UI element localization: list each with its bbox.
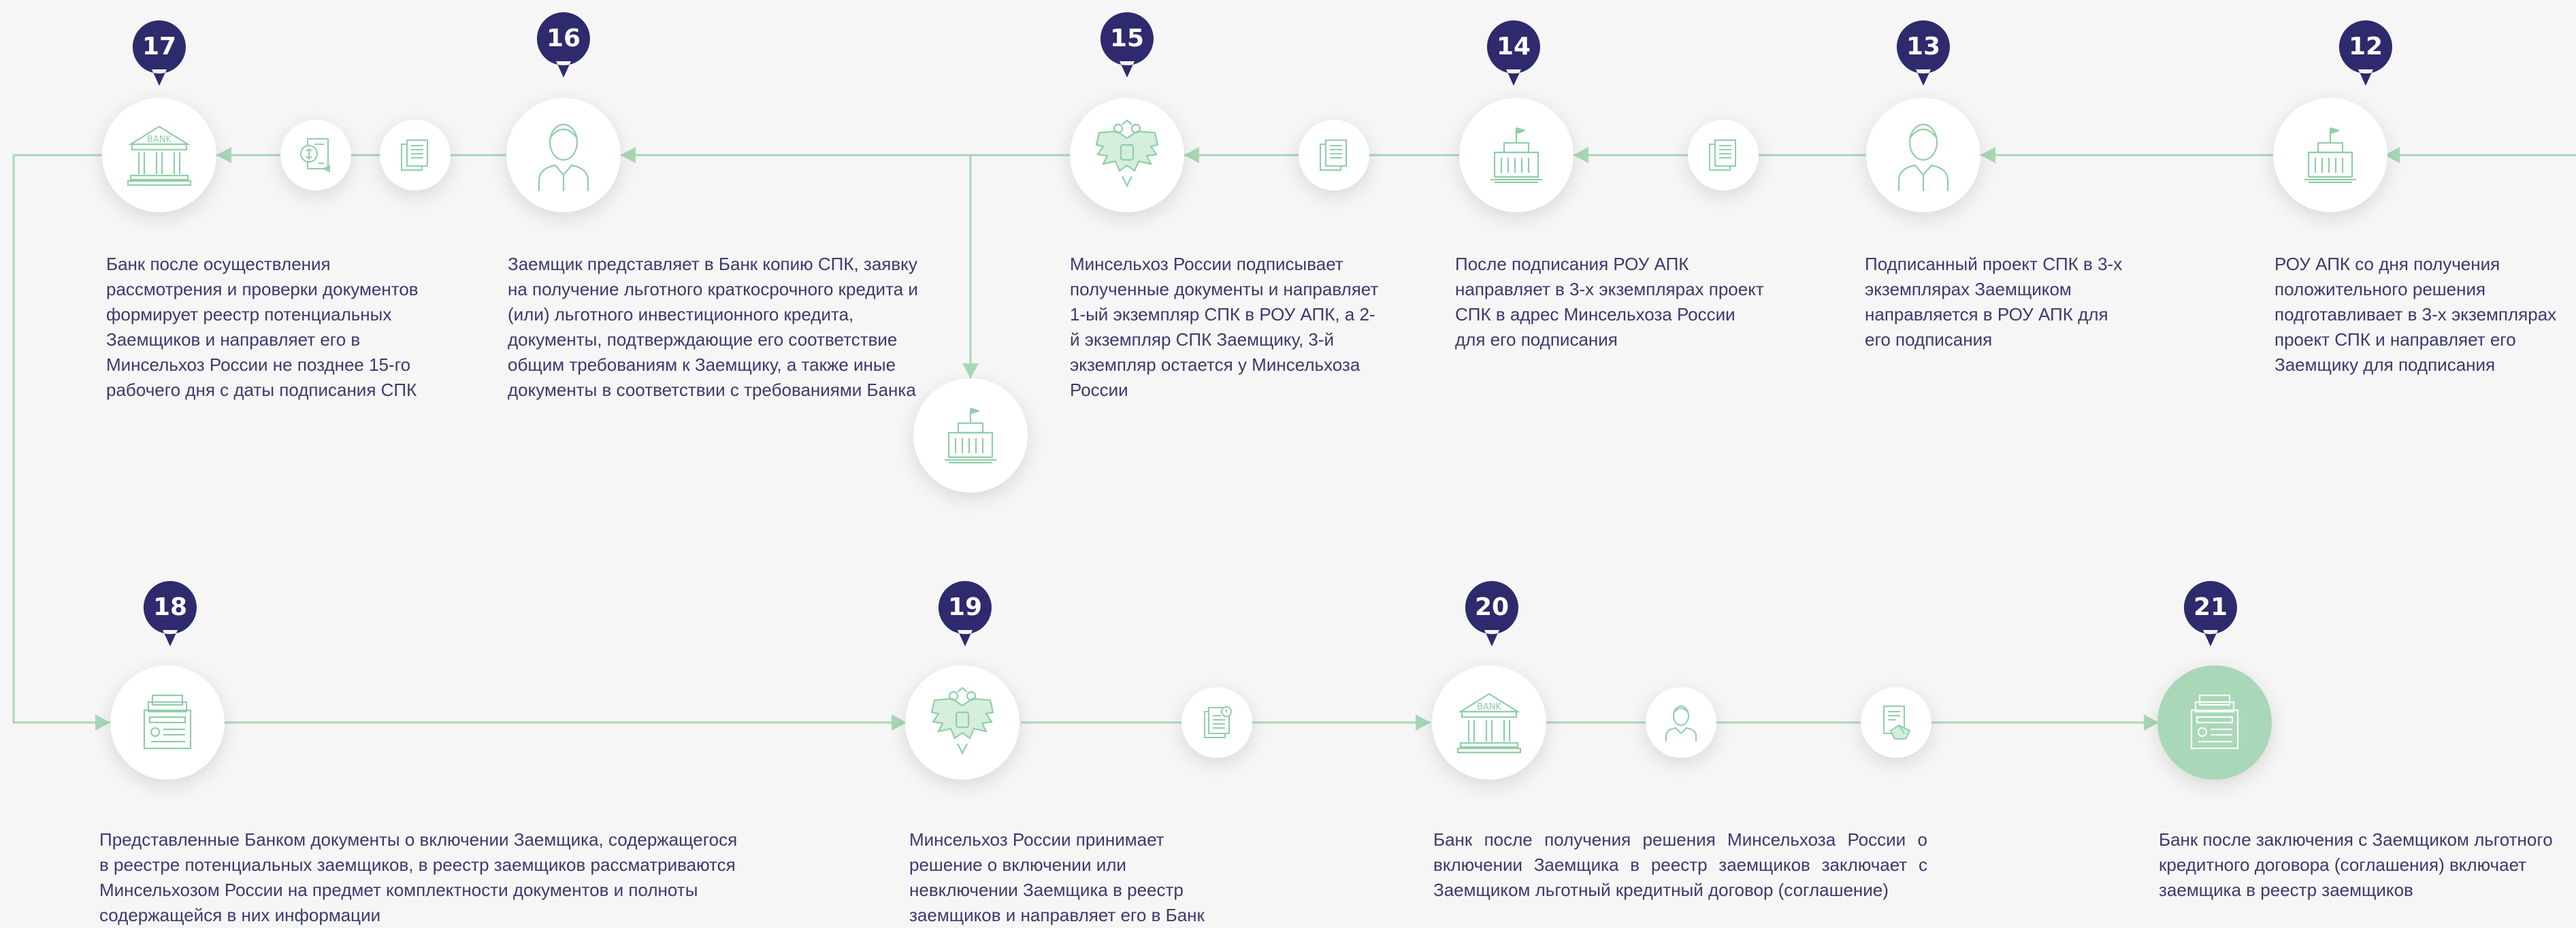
step-20-marker: 20	[1464, 580, 1520, 648]
step-19-number: 19	[947, 593, 983, 621]
step-13-person-icon	[1866, 98, 1980, 212]
step-19-marker: 19	[937, 580, 993, 648]
step-18-registry-icon	[110, 665, 225, 780]
step-12-description: РОУ АПК со дня получения положительного …	[2275, 254, 2557, 375]
step-21-description: Банк после заключения с Заемщиком льготн…	[2159, 829, 2553, 900]
step-13-marker: 13	[1895, 19, 1951, 87]
step-20-bank-icon: BANK	[1432, 665, 1546, 780]
step-15-number: 15	[1109, 24, 1145, 52]
step-15-marker: 15	[1099, 11, 1155, 79]
bank-sign: BANK	[147, 135, 172, 145]
step-14-description: После подписания РОУ АПК направляет в 3-…	[1455, 254, 1764, 350]
step-18-number: 18	[152, 593, 188, 621]
ministry-building-icon	[913, 378, 1028, 493]
step-20-description: Банк после получения решения Минсельхоза…	[1433, 829, 1927, 900]
step-12-ministry-building-icon	[2273, 98, 2387, 212]
step-18-marker: 18	[142, 580, 198, 648]
step-20-number: 20	[1474, 593, 1510, 621]
step-12-marker: 12	[2338, 19, 2394, 87]
payment-document-icon	[280, 120, 351, 190]
step-19-coat-of-arms-icon	[905, 665, 1020, 780]
step-17-description: Банк после осуществления рассмотрения и …	[106, 254, 419, 400]
step-16-marker: 16	[536, 11, 591, 79]
step-16-number: 16	[546, 24, 581, 52]
signed-contract-icon	[1861, 687, 1931, 758]
document-icon	[1299, 120, 1369, 190]
step-17-marker: 17	[131, 19, 187, 87]
document-alert-icon	[1181, 687, 1252, 758]
step-17-number: 17	[142, 33, 177, 61]
step-15-coat-of-arms-icon	[1070, 98, 1184, 212]
step-21-marker: 21	[2183, 580, 2238, 648]
step-21-number: 21	[2193, 593, 2228, 621]
step-14-ministry-building-icon	[1459, 98, 1574, 212]
step-14-marker: 14	[1486, 19, 1542, 87]
step-13-number: 13	[1906, 33, 1941, 61]
person-icon	[1646, 687, 1716, 758]
step-14-number: 14	[1496, 33, 1531, 61]
step-21-registry-icon	[2157, 665, 2272, 780]
step-13-description: Подписанный проект СПК в 3-х экземплярах…	[1865, 254, 2123, 350]
document-icon	[1688, 120, 1759, 190]
line-17-loop	[12, 154, 110, 731]
step-15-description: Минсельхоз России подписывает полученные…	[1070, 254, 1379, 400]
document-icon	[380, 120, 451, 190]
step-16-description: Заемщик представляет в Банк копию СПК, з…	[508, 254, 918, 400]
step-17-bank-icon: BANK	[102, 98, 216, 212]
step-19-description: Минсельхоз России принимает решение о вк…	[909, 829, 1205, 925]
step-16-person-icon	[506, 98, 621, 212]
bank-sign: BANK	[1477, 702, 1502, 712]
step-12-number: 12	[2348, 33, 2383, 61]
step-18-description: Представленные Банком документы о включе…	[99, 829, 738, 925]
